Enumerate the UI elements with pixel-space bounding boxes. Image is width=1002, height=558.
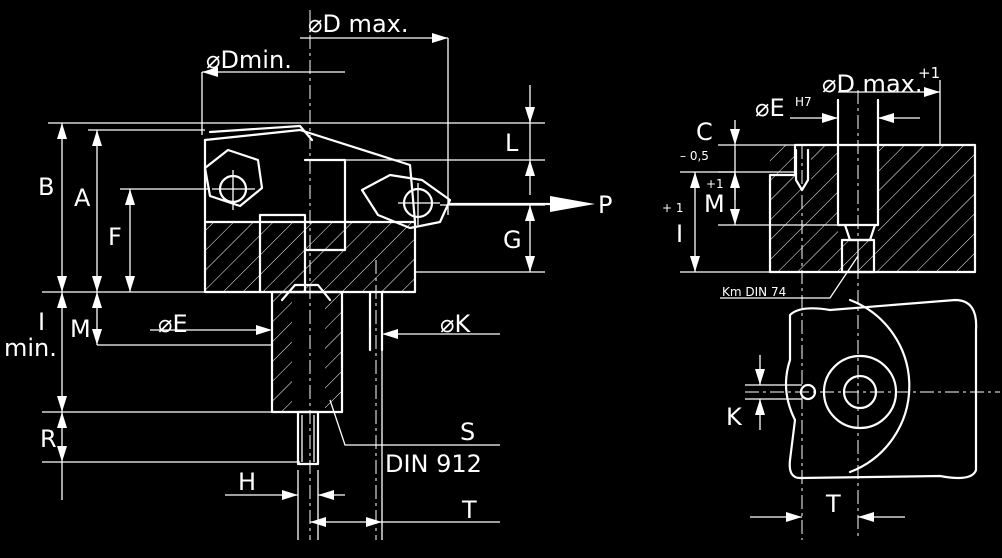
label-k: ⌀K [440, 310, 471, 338]
stem-top [280, 283, 332, 302]
label-d-min: ⌀Dmin. [206, 46, 292, 74]
label-i-min-2: min. [4, 334, 57, 362]
right-label-e-tol: H7 [795, 95, 812, 109]
body-top-edge [208, 124, 314, 142]
right-view: ⌀D max. +1 ⌀E H7 C – 0,5 +1 M + 1 I Km D… [662, 64, 1000, 540]
right-label-k: K [726, 403, 743, 431]
stem-hatch-left [272, 292, 292, 412]
right-label-e: ⌀E [755, 94, 785, 122]
right-label-m: M [704, 190, 725, 218]
label-a: A [74, 184, 91, 212]
label-b: B [38, 173, 54, 201]
label-p: P [598, 191, 612, 219]
label-e: ⌀E [158, 310, 188, 338]
label-f: F [108, 223, 122, 251]
left-hex-nut [203, 148, 264, 208]
right-label-i-tol: + 1 [662, 201, 684, 215]
screw-shank [296, 410, 320, 466]
right-label-m-tol: +1 [706, 177, 724, 191]
left-view: ⌀D max. ⌀Dmin. B A F L G P I min. M ⌀E ⌀… [4, 10, 612, 540]
label-d-max: ⌀D max. [308, 10, 408, 38]
right-label-t: T [825, 490, 841, 518]
body-slot [258, 213, 307, 294]
label-i-min-1: I [38, 308, 45, 336]
label-t: T [461, 496, 477, 524]
label-g: G [503, 226, 522, 254]
body-section-hatch [205, 222, 415, 292]
body-top [203, 128, 417, 224]
right-hex-nut [360, 173, 452, 230]
plate-outline [784, 298, 978, 480]
right-label-c: C [696, 118, 713, 146]
label-r: R [40, 425, 57, 453]
right-label-c-tol: – 0,5 [680, 149, 709, 163]
label-h: H [238, 468, 256, 496]
right-label-d-max-tol: +1 [918, 64, 940, 82]
label-din: DIN 912 [385, 450, 482, 478]
label-s: S [460, 418, 475, 446]
label-m: M [70, 315, 91, 343]
right-label-km: Km DIN 74 [722, 285, 786, 299]
body-inner [303, 158, 347, 252]
plate-arc [848, 298, 911, 474]
stem-hatch-right [325, 292, 342, 412]
right-label-i: I [676, 220, 683, 248]
plan-outer-circle [822, 354, 898, 430]
label-l: L [505, 129, 519, 157]
right-label-d-max: ⌀D max. [822, 70, 922, 98]
